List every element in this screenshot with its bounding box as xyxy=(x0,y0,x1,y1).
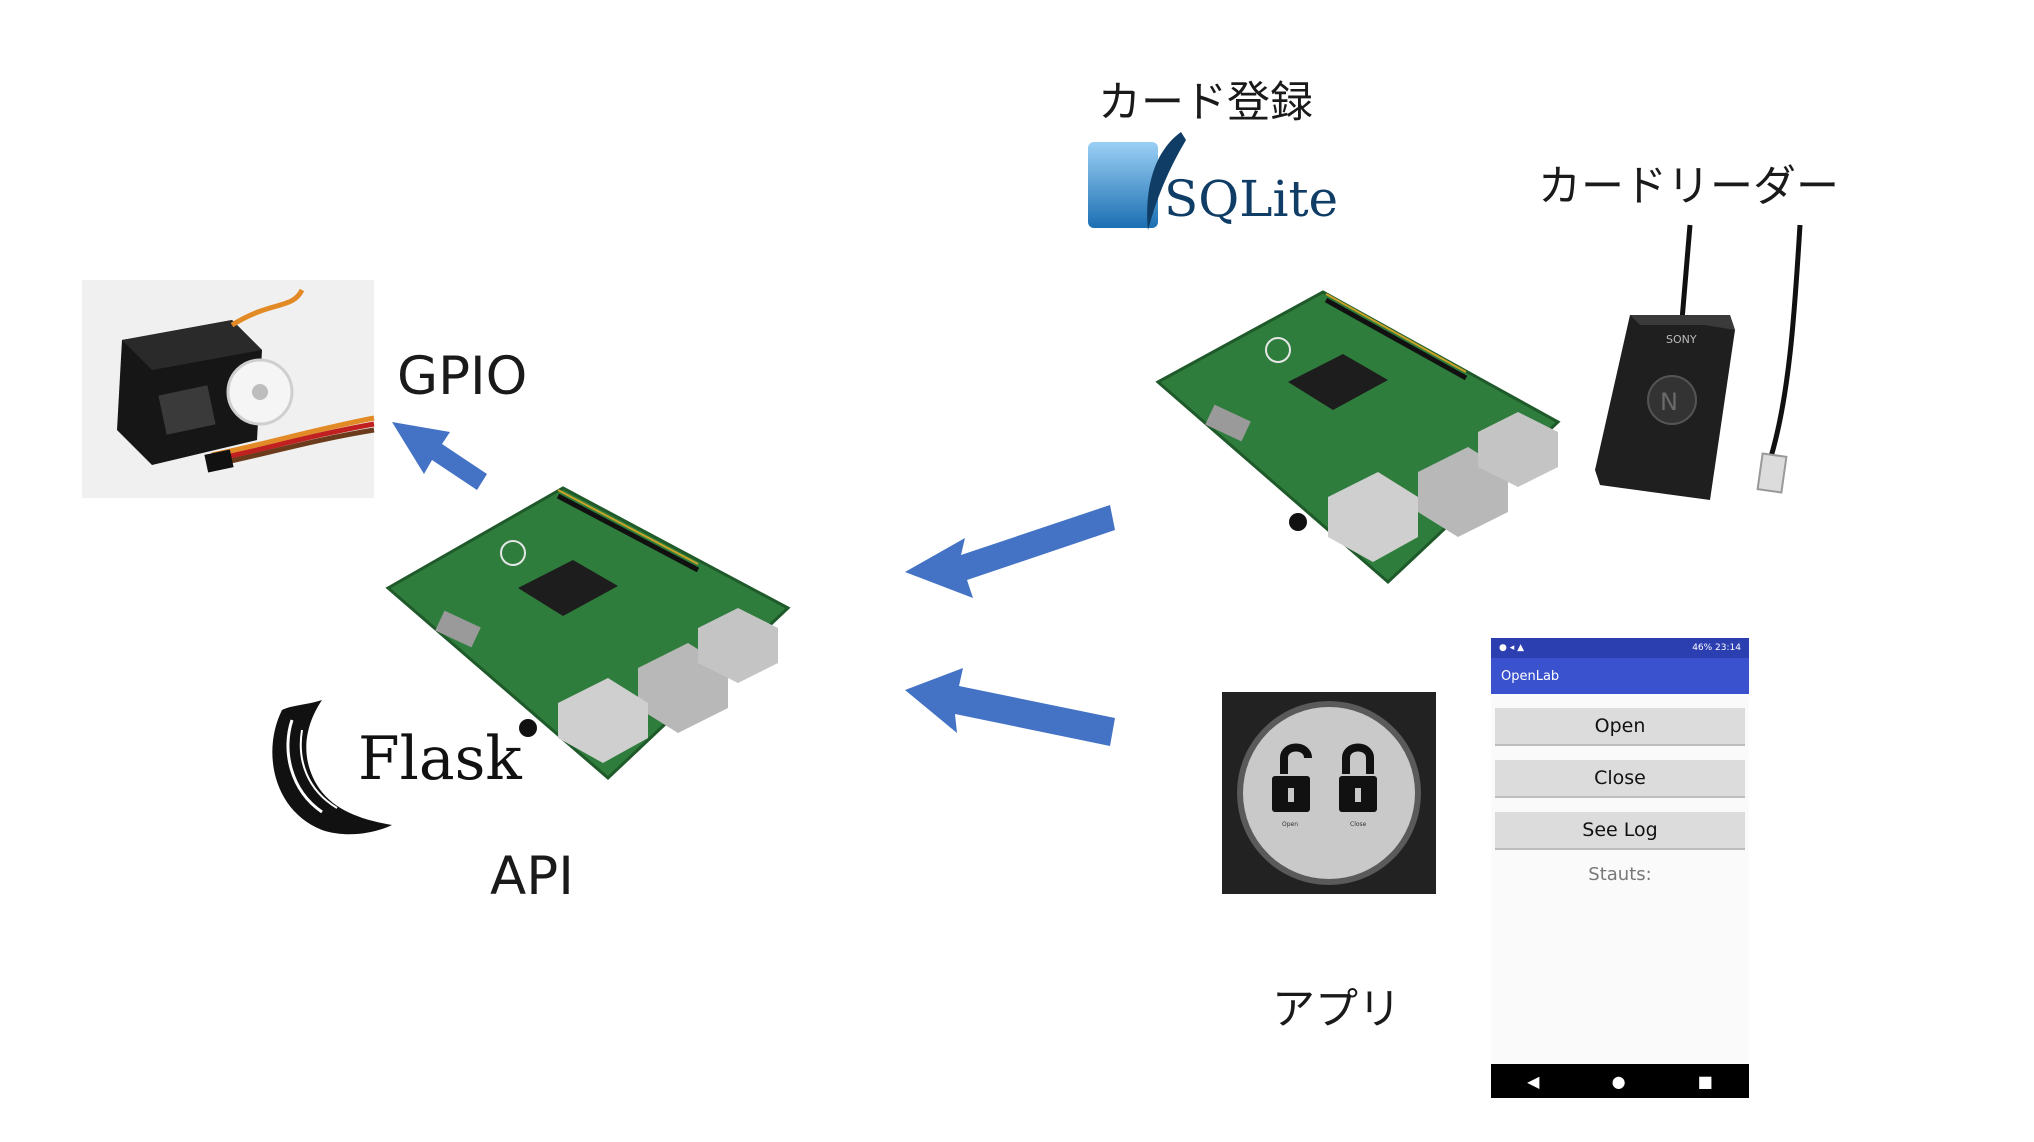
sony-brand-text: SONY xyxy=(1666,333,1697,346)
card-reader-label: カードリーダー xyxy=(1538,162,1839,212)
sqlite-logo-text: SQLite xyxy=(1164,170,1339,228)
servo-motor-photo xyxy=(82,280,375,498)
arrow-to-servo xyxy=(392,422,487,490)
card-register-label: カード登録 xyxy=(1098,78,1313,128)
phone-app-mockup: ● ◂ ▲ 46% 23:14 OpenLab Open Close See L… xyxy=(1491,638,1749,1098)
unlock-icon xyxy=(1272,743,1312,812)
back-icon[interactable]: ◀ xyxy=(1527,1071,1540,1091)
raspberry-pi-board-left xyxy=(385,486,791,781)
api-label: API xyxy=(490,846,574,907)
lock-app-open-caption: Open xyxy=(1282,821,1298,828)
phone-app-title: OpenLab xyxy=(1501,668,1560,684)
flask-logo: Flask xyxy=(262,690,522,840)
arrow-from-card-reader xyxy=(905,505,1115,598)
status-bar-right-text: 46% 23:14 xyxy=(1692,643,1741,653)
see-log-button[interactable]: See Log xyxy=(1495,812,1745,850)
flask-logo-text: Flask xyxy=(358,724,522,794)
app-label: アプリ xyxy=(1272,985,1401,1035)
card-reader-device: N SONY xyxy=(1595,224,1803,500)
lock-app-close-caption: Close xyxy=(1350,821,1367,828)
lock-icon xyxy=(1339,743,1377,812)
lock-app-icon: Open Close xyxy=(1222,692,1436,894)
open-button[interactable]: Open xyxy=(1495,708,1745,746)
phone-app-bar: OpenLab xyxy=(1491,658,1749,694)
status-label: Stauts: xyxy=(1588,864,1652,885)
arrow-from-app xyxy=(905,668,1115,746)
svg-text:N: N xyxy=(1660,388,1678,416)
raspberry-pi-board-right xyxy=(1155,290,1561,585)
recents-icon[interactable]: ■ xyxy=(1697,1071,1713,1091)
phone-nav-bar: ◀ ● ■ xyxy=(1491,1064,1749,1098)
sqlite-logo: SQLite xyxy=(1086,130,1339,240)
gpio-label: GPIO xyxy=(397,346,528,407)
close-button[interactable]: Close xyxy=(1495,760,1745,798)
phone-status-bar: ● ◂ ▲ 46% 23:14 xyxy=(1491,638,1749,658)
home-icon[interactable]: ● xyxy=(1611,1071,1626,1091)
status-icons-left: ● ◂ ▲ xyxy=(1499,643,1525,653)
